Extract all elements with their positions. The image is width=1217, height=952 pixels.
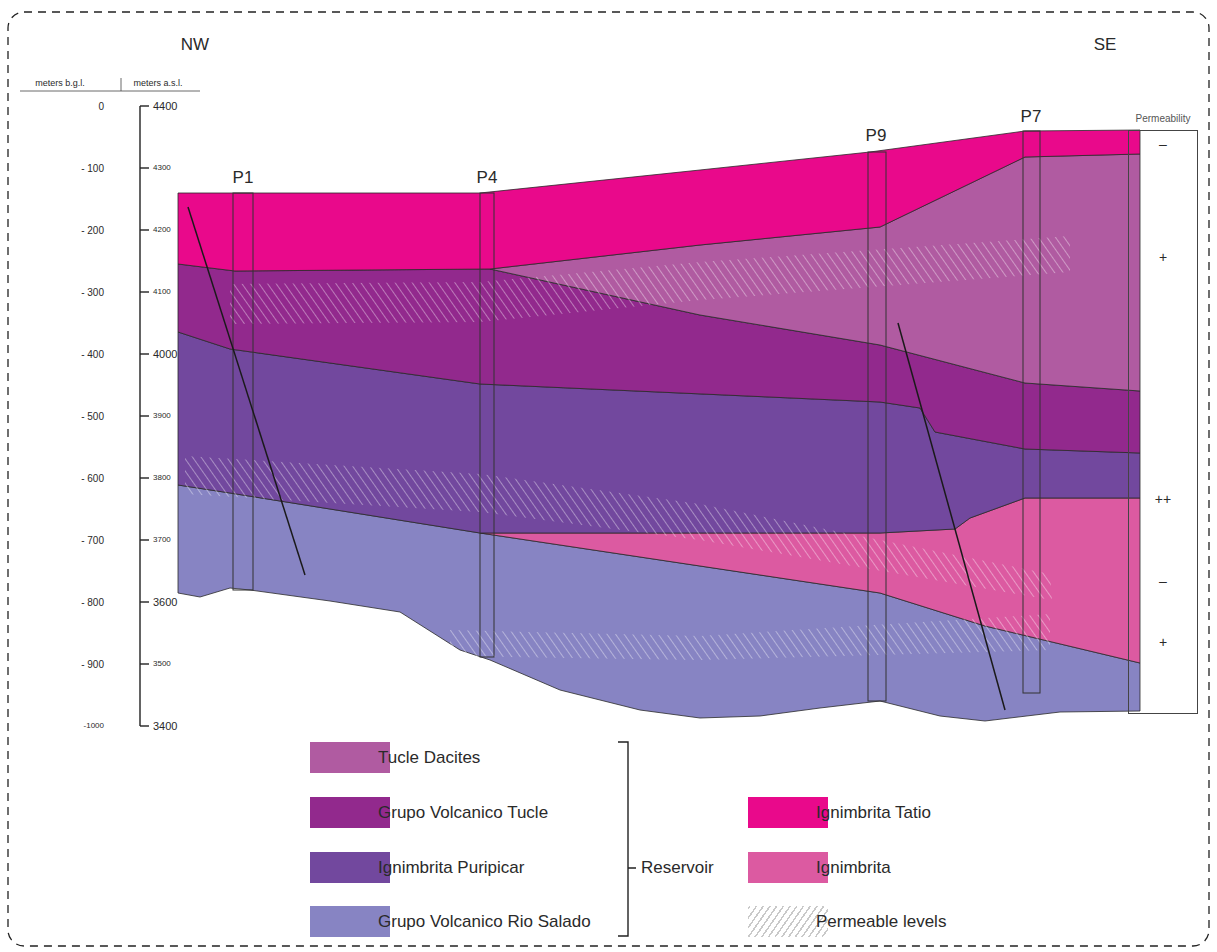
elevation-tick-label: 4100 xyxy=(153,288,171,297)
well-label: P7 xyxy=(1021,108,1042,127)
depth-tick-label: - 400 xyxy=(81,349,104,360)
depth-tick-label: 0 xyxy=(98,101,104,112)
direction-label: SE xyxy=(1094,36,1117,55)
elevation-tick-label: 4200 xyxy=(153,226,171,235)
axis-header: meters b.g.l. xyxy=(35,79,85,89)
legend-text: Permeable levels xyxy=(816,913,946,932)
axis-header-line xyxy=(20,91,200,92)
strata xyxy=(178,130,1140,721)
elevation-tick-label: 3900 xyxy=(153,412,171,421)
depth-tick-label: - 100 xyxy=(81,163,104,174)
permeability-mark: + xyxy=(1159,635,1167,650)
permeability-frame xyxy=(1128,130,1198,714)
depth-tick-label: - 500 xyxy=(81,411,104,422)
permeability-column: Permeability–+++–+ xyxy=(1128,108,1198,714)
depth-tick-label: - 700 xyxy=(81,535,104,546)
well-label: P4 xyxy=(477,169,498,188)
depth-tick-label: -1000 xyxy=(84,722,104,731)
depth-tick-label: - 600 xyxy=(81,473,104,484)
legend-text: Ignimbrita Puripicar xyxy=(378,859,524,878)
axis-header: meters a.s.l. xyxy=(133,79,182,89)
axis-header-separator xyxy=(121,78,122,91)
depth-tick-label: - 900 xyxy=(81,659,104,670)
elevation-tick-label: 3600 xyxy=(153,596,177,608)
legend-text: Tucle Dacites xyxy=(378,749,480,768)
well-label: P9 xyxy=(866,127,887,146)
elevation-tick-label: 4300 xyxy=(153,164,171,173)
page-frame xyxy=(8,12,1209,946)
well-label: P1 xyxy=(233,169,254,188)
permeability-mark: – xyxy=(1159,137,1167,152)
bracket-label: Reservoir xyxy=(641,859,714,878)
legend-text: Grupo Volcanico Tucle xyxy=(378,804,548,823)
elevation-tick-label: 4400 xyxy=(153,100,177,112)
depth-tick-label: - 800 xyxy=(81,597,104,608)
elevation-tick-label: 3800 xyxy=(153,474,171,483)
elevation-tick-label: 3400 xyxy=(153,720,177,732)
permeable-levels xyxy=(185,236,1070,660)
depth-axis xyxy=(140,106,149,726)
faults xyxy=(188,207,1005,710)
depth-tick-label: - 200 xyxy=(81,225,104,236)
wells xyxy=(233,131,1040,701)
permeability-mark: + xyxy=(1159,250,1167,265)
reservoir-bracket xyxy=(618,742,636,936)
permeability-mark: – xyxy=(1159,574,1167,589)
legend-text: Grupo Volcanico Rio Salado xyxy=(378,913,591,932)
elevation-tick-label: 3500 xyxy=(153,660,171,669)
permeability-mark: ++ xyxy=(1155,492,1171,507)
depth-tick-label: - 300 xyxy=(81,287,104,298)
column-heading: Permeability xyxy=(1135,113,1190,124)
elevation-tick-label: 3700 xyxy=(153,536,171,545)
legend-text: Ignimbrita xyxy=(816,859,891,878)
elevation-tick-label: 4000 xyxy=(153,348,177,360)
direction-label: NW xyxy=(181,36,209,55)
legend-text: Ignimbrita Tatio xyxy=(816,804,931,823)
